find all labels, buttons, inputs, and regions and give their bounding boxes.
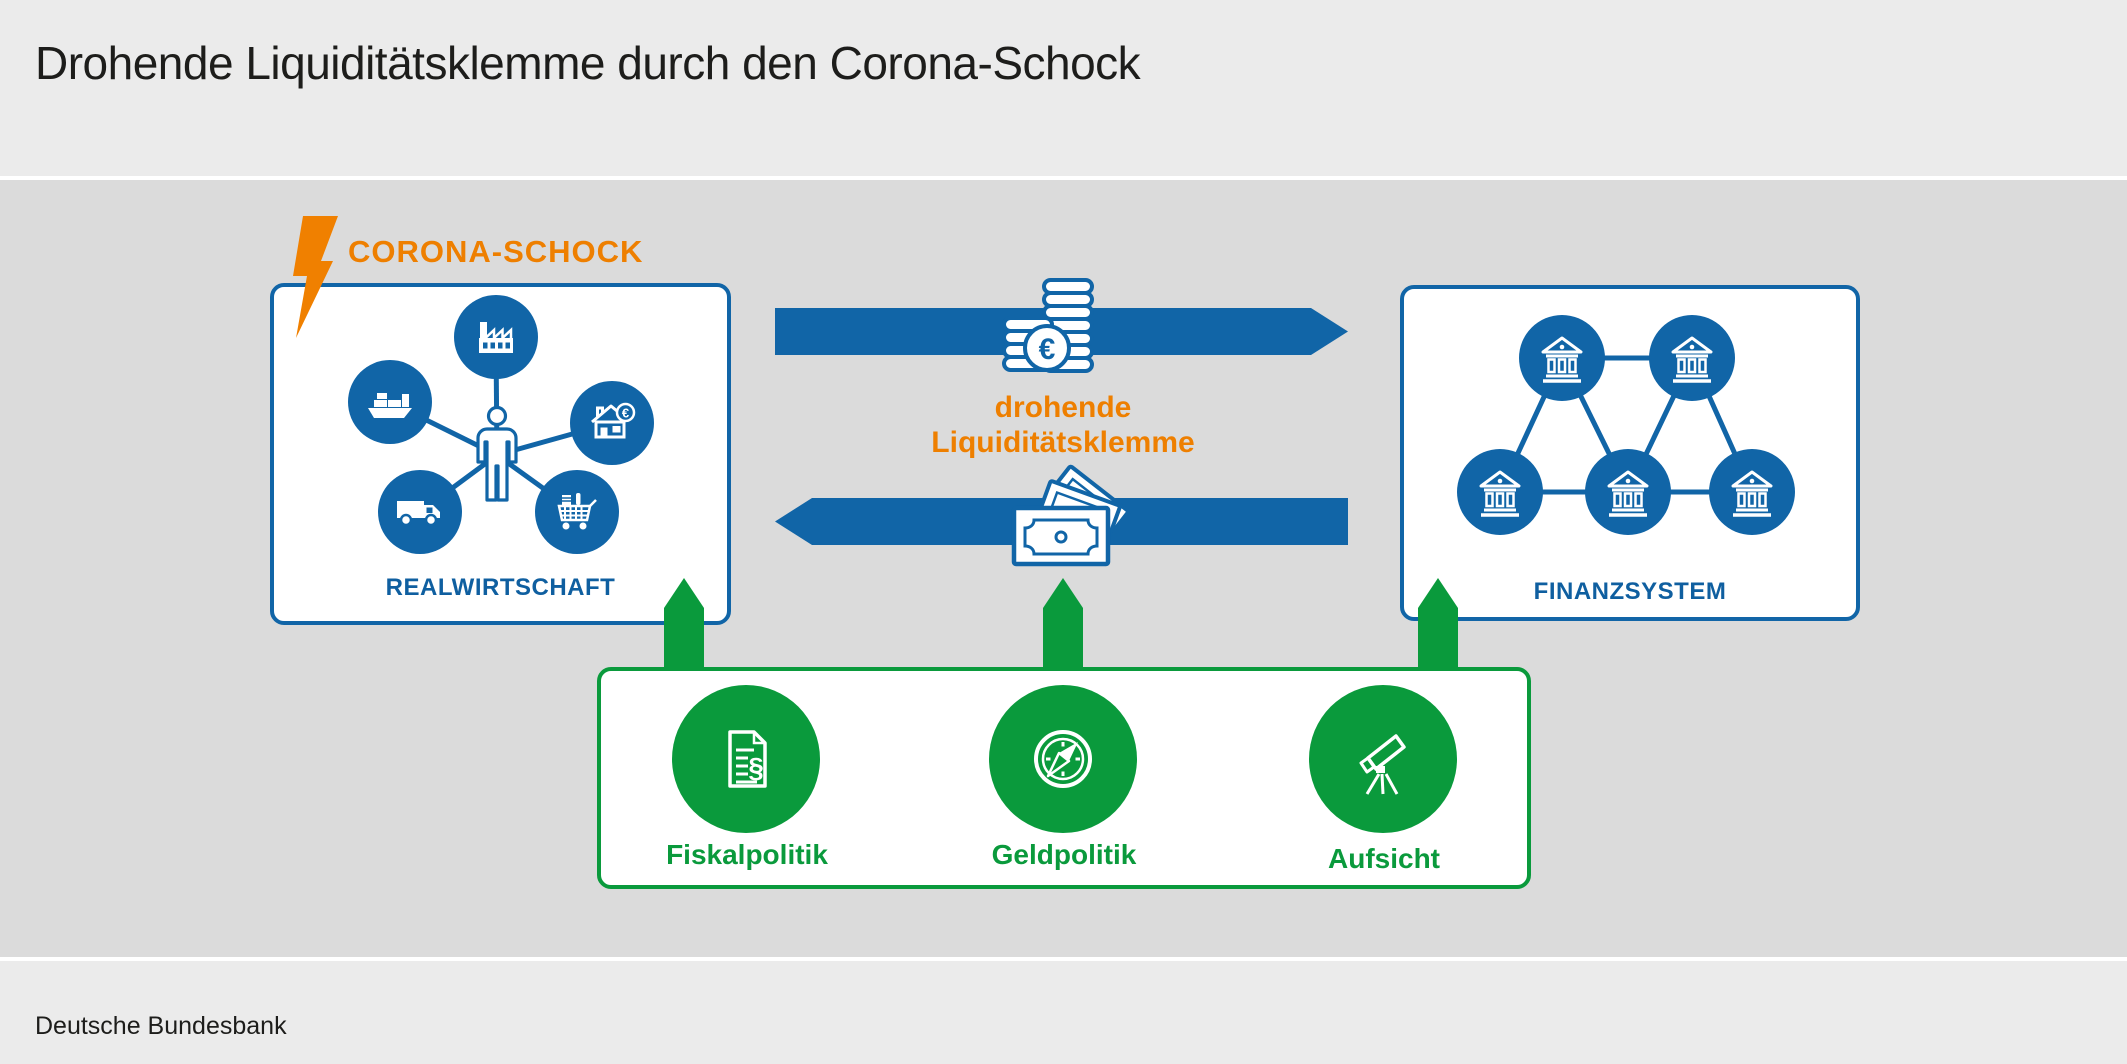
page-title: Drohende Liquiditätsklemme durch den Cor… (35, 37, 1141, 89)
svg-text:€: € (1039, 333, 1056, 366)
lightning-bolt-icon (293, 216, 338, 338)
policy-arrow-to-liquidity (1043, 578, 1083, 670)
svg-text:€: € (622, 406, 629, 421)
cargo-ship-icon (368, 393, 412, 418)
fiscal-policy-circle: § (672, 685, 820, 833)
banknotes-icon (1011, 464, 1130, 567)
shopping-cart-icon (557, 493, 597, 530)
policy-arrow-to-financial-system (1418, 578, 1458, 670)
policy-arrow-to-real-economy (664, 578, 704, 670)
source-attribution: Deutsche Bundesbank (35, 1012, 287, 1040)
bank-icon (1671, 336, 1713, 383)
footer-band (0, 961, 2127, 1064)
law-document-icon: § (728, 730, 767, 788)
fiscal-policy-label: Fiskalpolitik (666, 839, 828, 870)
bank-circle (1457, 449, 1543, 535)
title-band (0, 0, 2127, 176)
bank-icon (1731, 470, 1773, 517)
corona-shock-label: CORONA-SCHOCK (348, 234, 644, 269)
bank-circle (1649, 315, 1735, 401)
factory-circle (454, 295, 538, 379)
monetary-policy-circle (989, 685, 1137, 833)
liquidity-squeeze-line1: drohende (994, 391, 1132, 424)
liquidity-squeeze-label: drohende Liquiditätsklemme (880, 390, 1246, 460)
cart-circle (535, 470, 619, 554)
liquidity-squeeze-line2: Liquiditätsklemme (931, 426, 1195, 459)
real-economy-label: REALWIRTSCHAFT (385, 574, 616, 601)
bank-icon (1607, 470, 1649, 517)
house-euro-icon: € (591, 402, 636, 439)
ship-circle (348, 360, 432, 444)
policy-box: § Fiskalpolitik Geldpolitik (597, 667, 1531, 889)
financial-system-box: FINANZSYSTEM (1400, 285, 1860, 621)
svg-text:§: § (748, 752, 764, 783)
factory-icon (479, 322, 513, 353)
bank-circle (1585, 449, 1671, 535)
supervision-label: Aufsicht (1328, 843, 1440, 874)
real-economy-box: € (270, 283, 731, 625)
house-circle: € (570, 381, 654, 465)
bank-circle (1519, 315, 1605, 401)
monetary-policy-label: Geldpolitik (991, 839, 1137, 870)
compass-icon (1034, 730, 1092, 788)
truck-circle (378, 470, 462, 554)
euro-coins-icon: € (1002, 278, 1094, 373)
financial-system-label: FINANZSYSTEM (1533, 578, 1727, 605)
telescope-icon (1359, 734, 1406, 795)
bank-icon (1479, 470, 1521, 517)
bank-circle (1709, 449, 1795, 535)
delivery-truck-icon (397, 501, 440, 527)
person-icon (476, 405, 518, 502)
bank-icon (1541, 336, 1583, 383)
supervision-circle (1309, 685, 1457, 833)
